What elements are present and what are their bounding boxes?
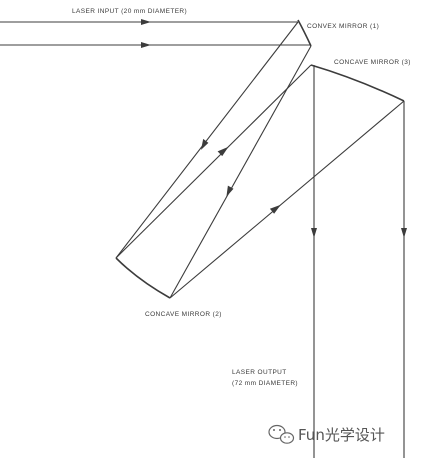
arrow-converging-upper (217, 146, 229, 157)
arrow-diverging-upper (201, 138, 209, 150)
convex-mirror-1 (297, 19, 312, 47)
ray-concave2-to-concave3-upper (115, 64, 312, 259)
concave-mirror-2 (115, 257, 171, 299)
label-convex-mirror: CONVEX MIRROR (1) (307, 23, 379, 30)
ray-convex-to-concave2-lower (169, 45, 312, 299)
wechat-logo-icon (268, 424, 295, 444)
label-laser-output: LASER OUTPUT (232, 369, 287, 376)
watermark-text: Fun光学设计 (298, 426, 385, 444)
output-arrow-left (311, 228, 317, 238)
label-concave-mirror-2: CONCAVE MIRROR (2) (145, 311, 222, 318)
input-arrow-top (141, 19, 151, 25)
arrow-diverging-lower (226, 185, 234, 197)
label-concave-mirror-3: CONCAVE MIRROR (3) (334, 59, 411, 66)
label-output-diameter: (72 mm DIAMETER) (232, 380, 298, 387)
ray-concave2-to-concave3-lower (169, 100, 405, 299)
concave-mirror-3 (310, 64, 405, 102)
input-arrow-bottom (141, 42, 151, 48)
output-arrow-right (401, 228, 407, 238)
ray-convex-to-concave2-upper (115, 21, 299, 259)
label-laser-input: LASER INPUT (20 mm DIAMETER) (72, 8, 187, 15)
arrow-converging-lower (269, 204, 281, 214)
